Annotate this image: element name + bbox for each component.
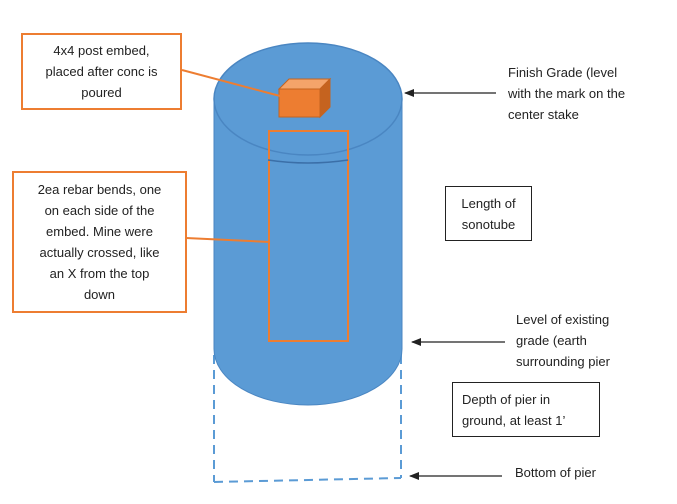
- sonotube-length-callout: Length of sonotube: [445, 186, 532, 241]
- rebar-callout-text: 2ea rebar bends, one on each side of the…: [37, 182, 162, 302]
- post-embed-callout: 4x4 post embed, placed after conc is pou…: [21, 33, 182, 110]
- finish-grade-label: Finish Grade (level with the mark on the…: [508, 65, 626, 122]
- below-grade-pier-outline: [213, 355, 402, 483]
- cylinder-top-edge: [267, 159, 349, 164]
- post-embed-leader: [181, 69, 281, 97]
- bottom-of-pier-label: Bottom of pier: [515, 465, 596, 480]
- post-embed-callout-text: 4x4 post embed, placed after conc is pou…: [45, 43, 158, 100]
- pier-depth-text: Depth of pier in ground, at least 1’: [462, 391, 566, 428]
- rebar-callout: 2ea rebar bends, one on each side of the…: [12, 171, 187, 313]
- sonotube-length-text: Length of sonotube: [461, 195, 516, 232]
- rebar-outline: [268, 130, 349, 342]
- rebar-leader: [185, 237, 271, 243]
- pier-depth-callout: Depth of pier in ground, at least 1’: [452, 382, 600, 437]
- post-embed-block: [277, 77, 332, 119]
- existing-grade-label: Level of existing grade (earth surroundi…: [516, 312, 610, 369]
